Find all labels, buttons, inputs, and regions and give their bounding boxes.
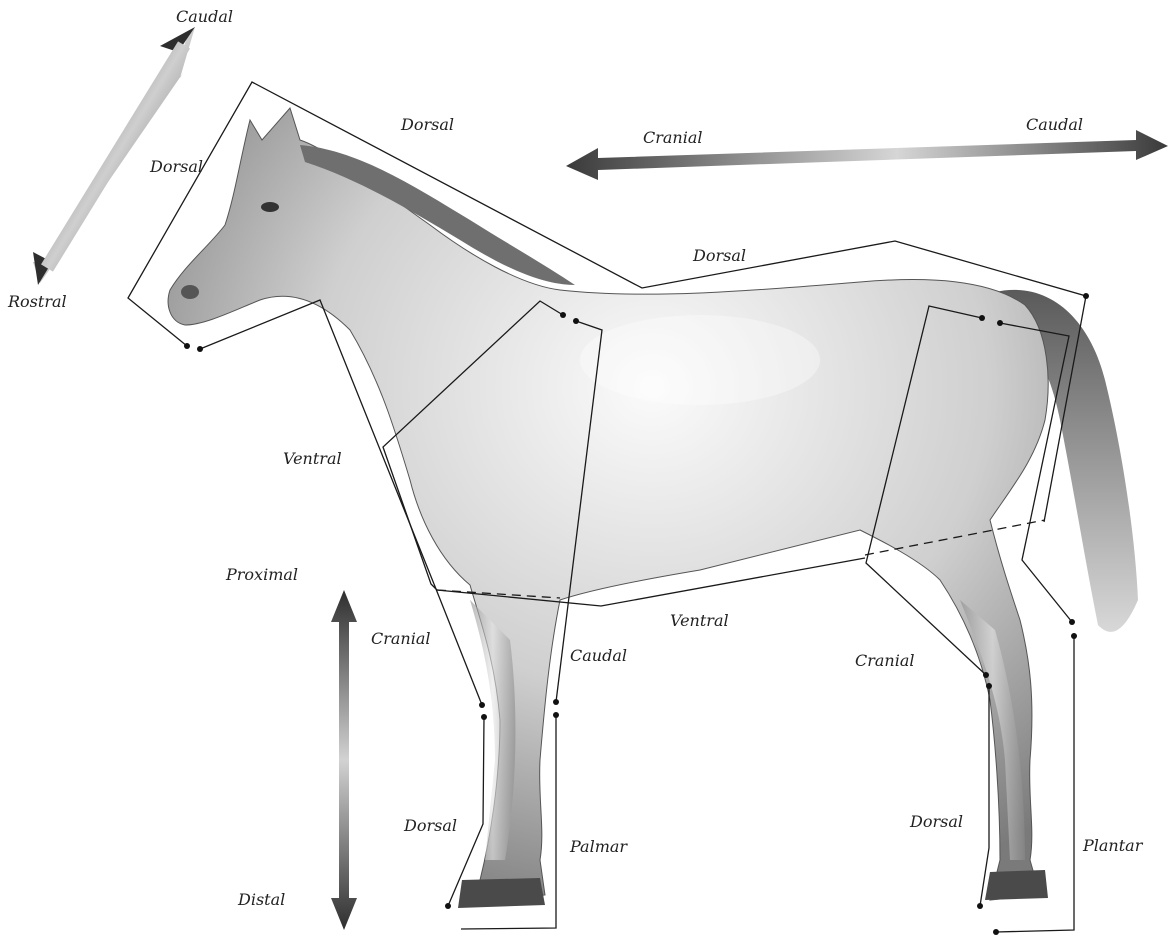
label-ventral-neck: Ventral xyxy=(283,449,342,468)
label-caudal-top: Caudal xyxy=(176,7,233,26)
rostral-caudal-arrow xyxy=(33,27,195,285)
horse-illustration xyxy=(168,108,1138,908)
label-rostral: Rostral xyxy=(7,292,67,311)
label-caudal-arrow: Caudal xyxy=(1026,115,1083,134)
label-dorsal-neck: Dorsal xyxy=(400,115,454,134)
label-ventral-belly: Ventral xyxy=(670,611,729,630)
label-caudal-fore: Caudal xyxy=(570,646,627,665)
label-cranial-fore: Cranial xyxy=(371,629,431,648)
label-dorsal-head: Dorsal xyxy=(149,157,203,176)
label-palmar: Palmar xyxy=(569,837,628,856)
proximal-distal-arrow xyxy=(331,590,357,930)
label-dorsal-back: Dorsal xyxy=(692,246,746,265)
label-cranial-arrow: Cranial xyxy=(643,128,703,147)
label-distal: Distal xyxy=(237,890,285,909)
label-cranial-hind: Cranial xyxy=(855,651,915,670)
label-plantar: Plantar xyxy=(1082,836,1144,855)
label-proximal: Proximal xyxy=(225,565,298,584)
label-dorsal-fore: Dorsal xyxy=(403,816,457,835)
label-dorsal-hind: Dorsal xyxy=(909,812,963,831)
